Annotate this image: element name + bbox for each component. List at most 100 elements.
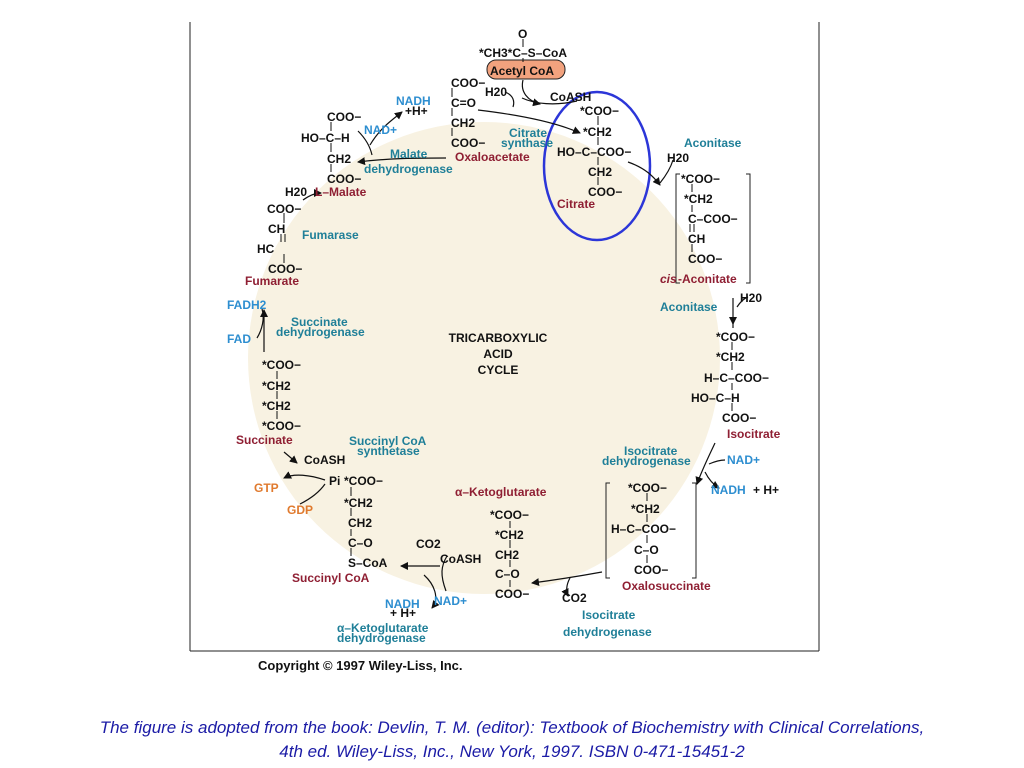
label-succinate-dehydrogenase-line2: dehydrogenase bbox=[276, 325, 365, 339]
label-citrate-ho-c-coo: HO–C–COO− bbox=[557, 145, 631, 159]
label-cis-aconitate-coo-bottom: COO− bbox=[688, 252, 722, 266]
label-malate-dehydrogenase-line1: Malate bbox=[390, 147, 428, 161]
label-citrate-coo-top: *COO− bbox=[580, 104, 619, 118]
label-succinate-coo-top: *COO− bbox=[262, 358, 301, 372]
label-succinyl-coa-co: C–O bbox=[348, 536, 373, 550]
label-h2o-aconitase-top: H20 bbox=[667, 151, 689, 165]
label-alpha-ketoglutarate: α–Ketoglutarate bbox=[455, 485, 547, 499]
label-citrate-synthase-line1: Citrate bbox=[509, 126, 547, 140]
label-nadh-malate: NADH bbox=[396, 94, 431, 108]
label-nad-alpha-kg-dh: NAD+ bbox=[434, 594, 467, 608]
label-aconitase-bottom: Aconitase bbox=[660, 300, 718, 314]
label-alpha-kg-dehydrogenase-line1: α–Ketoglutarate bbox=[337, 621, 429, 635]
label-h2o-fumarase: H20 bbox=[285, 185, 307, 199]
label-malate-ch2: CH2 bbox=[327, 152, 351, 166]
label-oxalosuccinate-co: C–O bbox=[634, 543, 659, 557]
label-isocitrate-dehydrogenase-bottom-line2: dehydrogenase bbox=[563, 625, 652, 639]
label-co2-isocitrate-dh: CO2 bbox=[562, 591, 587, 605]
label-isocitrate-h-c-coo: H–C–COO− bbox=[704, 371, 769, 385]
label-oxalosuccinate-ch2: *CH2 bbox=[631, 502, 660, 516]
label-co2-alpha-kg-dh: CO2 bbox=[416, 537, 441, 551]
label-citrate-ch2-bottom: CH2 bbox=[588, 165, 612, 179]
label-fumarate: Fumarate bbox=[245, 274, 299, 288]
label-oxaloacetate-ch2: CH2 bbox=[451, 116, 475, 130]
label-acetyl-formula: *CH3*C–S–CoA bbox=[479, 46, 567, 60]
label-cis-aconitate-ch: CH bbox=[688, 232, 705, 246]
bond-lines bbox=[276, 39, 733, 587]
label-aconitate-suffix: -Aconitate bbox=[678, 272, 737, 286]
label-malate-ho-c-h: HO–C–H bbox=[301, 131, 350, 145]
label-nad-isocitrate-dh: NAD+ bbox=[727, 453, 760, 467]
label-oxalosuccinate-coo-top: *COO− bbox=[628, 481, 667, 495]
label-nadh-isocitrate-dh: NADH bbox=[711, 483, 746, 497]
label-akg-ch2-bottom: CH2 bbox=[495, 548, 519, 562]
label-oxalosuccinate: Oxalosuccinate bbox=[622, 579, 711, 593]
label-aconitase-top: Aconitase bbox=[684, 136, 742, 150]
cis-aconitate-bracket-right bbox=[746, 173, 751, 284]
label-succinyl-coa-ch2-top: *CH2 bbox=[344, 496, 373, 510]
oxalosuccinate-bracket-right bbox=[692, 482, 697, 579]
label-isocitrate-coo-bottom: COO− bbox=[722, 411, 756, 425]
reaction-arrows bbox=[256, 79, 749, 609]
oxalosuccinate-bracket-left bbox=[605, 482, 610, 579]
label-citrate: Citrate bbox=[557, 197, 595, 211]
label-fadh2: FADH2 bbox=[227, 298, 267, 312]
label-fad: FAD bbox=[227, 332, 251, 346]
label-isocitrate-ho-c-h: HO–C–H bbox=[691, 391, 740, 405]
label-h-plus-isocitrate-dh: + H+ bbox=[753, 483, 779, 497]
label-h-plus-malate: +H+ bbox=[405, 104, 428, 118]
label-akg-ch2-top: *CH2 bbox=[495, 528, 524, 542]
label-h2o-citrate-synthase: H20 bbox=[485, 85, 507, 99]
label-succinyl-coa-s-coa: S–CoA bbox=[348, 556, 388, 570]
label-nad-malate: NAD+ bbox=[364, 123, 397, 137]
label-fumarate-coo-bottom: COO− bbox=[268, 262, 302, 276]
label-oxaloacetate-co: C=O bbox=[451, 96, 476, 110]
label-akg-co: C–O bbox=[495, 567, 520, 581]
diagram-labels: O *CH3*C–S–CoA Acetyl CoA COO− C=O CH2 C… bbox=[227, 27, 781, 645]
label-coash-succinyl-coa-synthetase: CoASH bbox=[304, 453, 345, 467]
caption-line-1: The figure is adopted from the book: Dev… bbox=[99, 718, 925, 737]
label-acetyl-oxygen: O bbox=[518, 27, 527, 41]
center-title-line2: ACID bbox=[483, 347, 513, 361]
label-akg-coo-bottom: COO− bbox=[495, 587, 529, 601]
label-nadh-alpha-kg-dh: NADH bbox=[385, 597, 420, 611]
label-malate-dehydrogenase-line2: dehydrogenase bbox=[364, 162, 453, 176]
label-acetyl-coa: Acetyl CoA bbox=[490, 64, 554, 78]
citrate-highlight-ellipse bbox=[542, 90, 652, 242]
label-fumarate-ch: CH bbox=[268, 222, 285, 236]
label-citrate-synthase-line2: synthase bbox=[501, 136, 553, 150]
label-malate-coo-top: COO− bbox=[327, 110, 361, 124]
acetyl-coa-badge bbox=[486, 59, 566, 80]
label-alpha-kg-dehydrogenase-line2: dehydrogenase bbox=[337, 631, 426, 645]
label-oxaloacetate-coo-top: COO− bbox=[451, 76, 485, 90]
label-succinyl-coa-synthetase-line2: synthetase bbox=[357, 444, 420, 458]
label-fumarase: Fumarase bbox=[302, 228, 359, 242]
label-succinyl-coa-synthetase-line1: Succinyl CoA bbox=[349, 434, 427, 448]
label-succinate-ch2-top: *CH2 bbox=[262, 379, 291, 393]
label-coash-citrate-synthase: CoASH bbox=[550, 90, 591, 104]
label-isocitrate-ch2: *CH2 bbox=[716, 350, 745, 364]
label-h-plus-alpha-kg-dh: + H+ bbox=[390, 606, 416, 620]
figure-caption: The figure is adopted from the book: Dev… bbox=[0, 716, 1024, 764]
label-oxaloacetate-coo-bottom: COO− bbox=[451, 136, 485, 150]
label-akg-coo-top: *COO− bbox=[490, 508, 529, 522]
label-coash-alpha-kg-dh: CoASH bbox=[440, 552, 481, 566]
label-cis-aconitate-coo-top: *COO− bbox=[681, 172, 720, 186]
label-cis-aconitate-c-coo: C–COO− bbox=[688, 212, 738, 226]
label-isocitrate-coo-top: *COO− bbox=[716, 330, 755, 344]
label-oxaloacetate: Oxaloacetate bbox=[455, 150, 530, 164]
copyright-notice: Copyright © 1997 Wiley-Liss, Inc. bbox=[258, 658, 463, 673]
label-cis-prefix: cis bbox=[660, 272, 677, 286]
label-succinyl-coa-coo: *COO− bbox=[344, 474, 383, 488]
label-isocitrate-dehydrogenase-right-line2: dehydrogenase bbox=[602, 454, 691, 468]
center-title-line1: TRICARBOXYLIC bbox=[449, 331, 548, 345]
label-isocitrate: Isocitrate bbox=[727, 427, 781, 441]
label-citrate-ch2-top: *CH2 bbox=[583, 125, 612, 139]
label-oxalosuccinate-h-c-coo: H–C–COO− bbox=[611, 522, 676, 536]
label-oxalosuccinate-coo-bottom: COO− bbox=[634, 563, 668, 577]
label-h2o-aconitase-bottom: H20 bbox=[740, 291, 762, 305]
label-cis-aconitate-ch2: *CH2 bbox=[684, 192, 713, 206]
label-isocitrate-dehydrogenase-right-line1: Isocitrate bbox=[624, 444, 678, 458]
label-gtp: GTP bbox=[254, 481, 279, 495]
